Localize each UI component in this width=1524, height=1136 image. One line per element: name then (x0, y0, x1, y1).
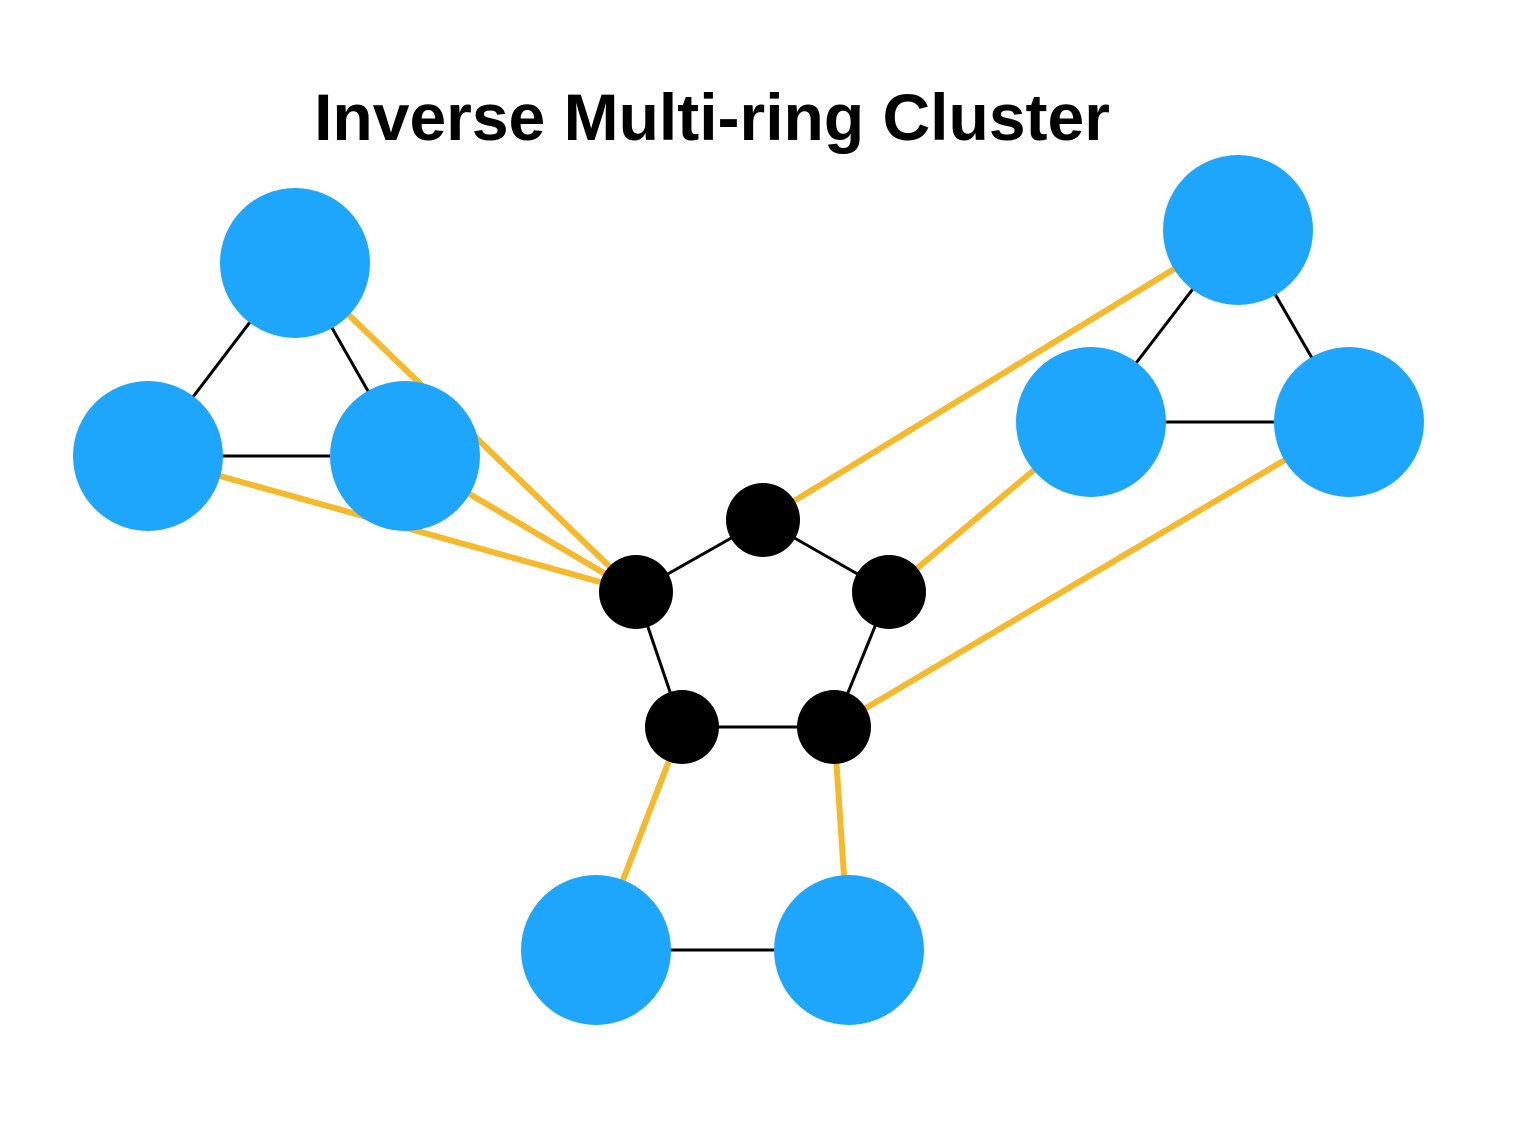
core-node-p4 (797, 690, 871, 764)
core-node-p3 (645, 690, 719, 764)
outer-node-b1 (774, 875, 924, 1025)
diagram-title: Inverse Multi-ring Cluster (314, 80, 1110, 154)
outer-node-b0 (521, 875, 671, 1025)
link-edge-r0-p0 (761, 227, 1240, 523)
outer-node-l2 (330, 381, 480, 531)
outer-node-l1 (73, 381, 223, 531)
outer-node-r0 (1163, 155, 1313, 305)
outer-node-r1 (1016, 347, 1166, 497)
outer-node-l0 (220, 188, 370, 338)
core-node-p0 (726, 483, 800, 557)
nodes (73, 155, 1424, 1025)
core-node-p1 (599, 555, 673, 629)
link-edge-r2-p4 (832, 419, 1351, 730)
outer-node-r2 (1274, 347, 1424, 497)
core-node-p2 (852, 555, 926, 629)
